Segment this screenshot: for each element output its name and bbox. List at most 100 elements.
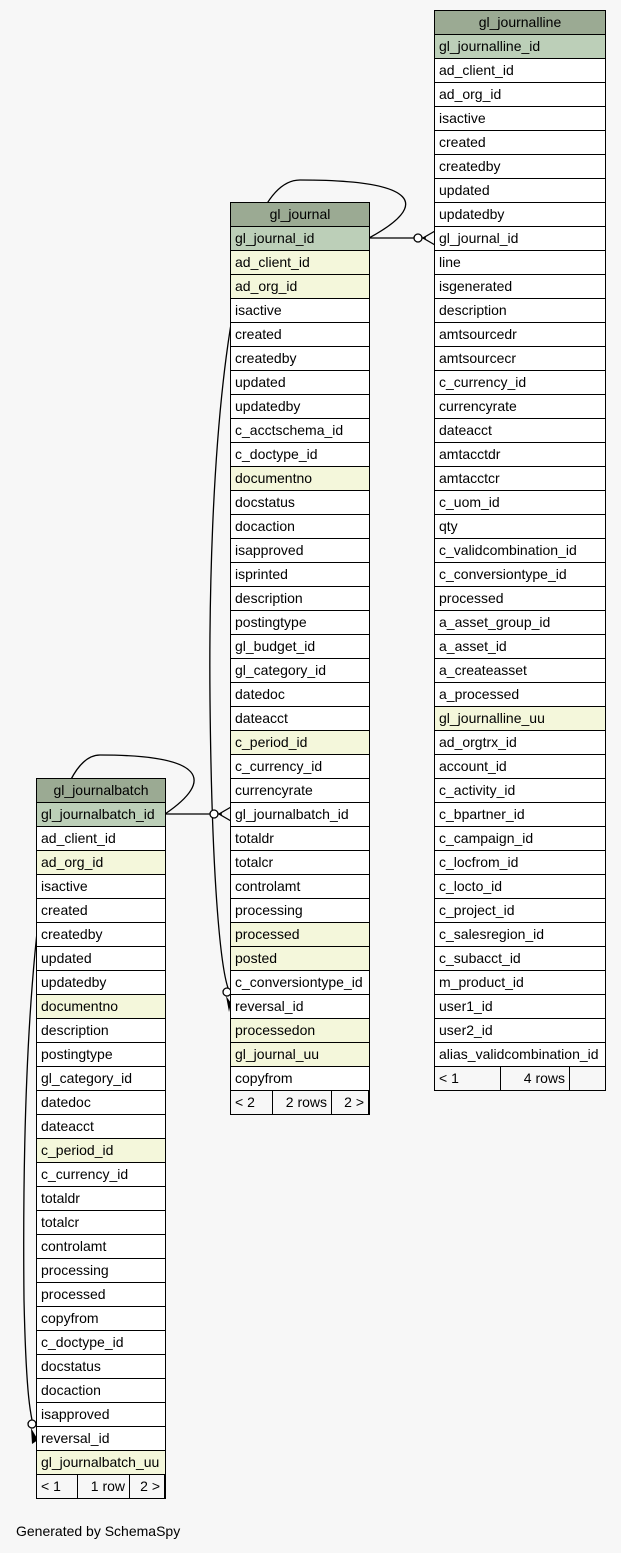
column-ad_client_id[interactable]: ad_client_id (231, 251, 369, 274)
prev-link[interactable]: < 1 (37, 1475, 77, 1498)
column-line[interactable]: line (435, 251, 605, 274)
column-gl_journalline_id[interactable]: gl_journalline_id (435, 35, 605, 58)
column-gl_journal_uu[interactable]: gl_journal_uu (231, 1043, 369, 1066)
column-a_asset_id[interactable]: a_asset_id (435, 635, 605, 658)
column-totaldr[interactable]: totaldr (231, 827, 369, 850)
column-isgenerated[interactable]: isgenerated (435, 275, 605, 298)
column-description[interactable]: description (231, 587, 369, 610)
column-postingtype[interactable]: postingtype (37, 1043, 165, 1066)
column-c_currency_id[interactable]: c_currency_id (37, 1163, 165, 1186)
column-updated[interactable]: updated (435, 179, 605, 202)
column-c_doctype_id[interactable]: c_doctype_id (37, 1331, 165, 1354)
column-c_activity_id[interactable]: c_activity_id (435, 779, 605, 802)
column-totalcr[interactable]: totalcr (37, 1211, 165, 1234)
column-gl_journalline_uu[interactable]: gl_journalline_uu (435, 707, 605, 730)
column-m_product_id[interactable]: m_product_id (435, 971, 605, 994)
column-gl_category_id[interactable]: gl_category_id (37, 1067, 165, 1090)
column-user1_id[interactable]: user1_id (435, 995, 605, 1018)
column-isapproved[interactable]: isapproved (231, 539, 369, 562)
column-createdby[interactable]: createdby (37, 923, 165, 946)
column-c_doctype_id[interactable]: c_doctype_id (231, 443, 369, 466)
column-processing[interactable]: processing (231, 899, 369, 922)
column-gl_journal_id[interactable]: gl_journal_id (231, 227, 369, 250)
column-created[interactable]: created (435, 131, 605, 154)
column-updatedby[interactable]: updatedby (231, 395, 369, 418)
column-c_validcombination_id[interactable]: c_validcombination_id (435, 539, 605, 562)
column-createdby[interactable]: createdby (435, 155, 605, 178)
column-updated[interactable]: updated (231, 371, 369, 394)
column-ad_orgtrx_id[interactable]: ad_orgtrx_id (435, 731, 605, 754)
table-header[interactable]: gl_journal (231, 203, 369, 226)
column-ad_client_id[interactable]: ad_client_id (435, 59, 605, 82)
column-reversal_id[interactable]: reversal_id (231, 995, 369, 1018)
column-amtacctdr[interactable]: amtacctdr (435, 443, 605, 466)
column-dateacct[interactable]: dateacct (37, 1115, 165, 1138)
column-postingtype[interactable]: postingtype (231, 611, 369, 634)
column-gl_budget_id[interactable]: gl_budget_id (231, 635, 369, 658)
column-c_conversiontype_id[interactable]: c_conversiontype_id (435, 563, 605, 586)
column-c_bpartner_id[interactable]: c_bpartner_id (435, 803, 605, 826)
column-currencyrate[interactable]: currencyrate (435, 395, 605, 418)
column-copyfrom[interactable]: copyfrom (37, 1307, 165, 1330)
column-docaction[interactable]: docaction (231, 515, 369, 538)
column-dateacct[interactable]: dateacct (435, 419, 605, 442)
column-c_uom_id[interactable]: c_uom_id (435, 491, 605, 514)
next-link[interactable]: 2 > (332, 1091, 368, 1114)
column-processed[interactable]: processed (231, 923, 369, 946)
column-c_locto_id[interactable]: c_locto_id (435, 875, 605, 898)
column-c_conversiontype_id[interactable]: c_conversiontype_id (231, 971, 369, 994)
column-updatedby[interactable]: updatedby (37, 971, 165, 994)
column-processed[interactable]: processed (435, 587, 605, 610)
column-processedon[interactable]: processedon (231, 1019, 369, 1042)
column-docaction[interactable]: docaction (37, 1379, 165, 1402)
column-datedoc[interactable]: datedoc (37, 1091, 165, 1114)
column-c_period_id[interactable]: c_period_id (37, 1139, 165, 1162)
column-totalcr[interactable]: totalcr (231, 851, 369, 874)
column-gl_journalbatch_id[interactable]: gl_journalbatch_id (37, 803, 165, 826)
column-gl_journalbatch_uu[interactable]: gl_journalbatch_uu (37, 1451, 165, 1474)
column-isactive[interactable]: isactive (435, 107, 605, 130)
column-c_campaign_id[interactable]: c_campaign_id (435, 827, 605, 850)
column-description[interactable]: description (435, 299, 605, 322)
column-updatedby[interactable]: updatedby (435, 203, 605, 226)
column-c_locfrom_id[interactable]: c_locfrom_id (435, 851, 605, 874)
column-ad_org_id[interactable]: ad_org_id (435, 83, 605, 106)
column-a_asset_group_id[interactable]: a_asset_group_id (435, 611, 605, 634)
column-posted[interactable]: posted (231, 947, 369, 970)
next-link[interactable] (570, 1067, 605, 1090)
prev-link[interactable]: < 2 (231, 1091, 272, 1114)
column-gl_journal_id[interactable]: gl_journal_id (435, 227, 605, 250)
prev-link[interactable]: < 1 (435, 1067, 500, 1090)
column-created[interactable]: created (231, 323, 369, 346)
column-account_id[interactable]: account_id (435, 755, 605, 778)
column-alias_validcombination_id[interactable]: alias_validcombination_id (435, 1043, 605, 1066)
column-controlamt[interactable]: controlamt (37, 1235, 165, 1258)
column-created[interactable]: created (37, 899, 165, 922)
column-description[interactable]: description (37, 1019, 165, 1042)
column-c_currency_id[interactable]: c_currency_id (435, 371, 605, 394)
column-isactive[interactable]: isactive (231, 299, 369, 322)
column-dateacct[interactable]: dateacct (231, 707, 369, 730)
column-isprinted[interactable]: isprinted (231, 563, 369, 586)
column-amtacctcr[interactable]: amtacctcr (435, 467, 605, 490)
column-amtsourcecr[interactable]: amtsourcecr (435, 347, 605, 370)
table-header[interactable]: gl_journalbatch (37, 779, 165, 802)
column-docstatus[interactable]: docstatus (231, 491, 369, 514)
column-controlamt[interactable]: controlamt (231, 875, 369, 898)
column-totaldr[interactable]: totaldr (37, 1187, 165, 1210)
column-a_createasset[interactable]: a_createasset (435, 659, 605, 682)
column-amtsourcedr[interactable]: amtsourcedr (435, 323, 605, 346)
column-isactive[interactable]: isactive (37, 875, 165, 898)
column-c_project_id[interactable]: c_project_id (435, 899, 605, 922)
column-gl_category_id[interactable]: gl_category_id (231, 659, 369, 682)
column-c_period_id[interactable]: c_period_id (231, 731, 369, 754)
column-user2_id[interactable]: user2_id (435, 1019, 605, 1042)
column-c_subacct_id[interactable]: c_subacct_id (435, 947, 605, 970)
column-processing[interactable]: processing (37, 1259, 165, 1282)
column-ad_org_id[interactable]: ad_org_id (37, 851, 165, 874)
column-gl_journalbatch_id[interactable]: gl_journalbatch_id (231, 803, 369, 826)
column-processed[interactable]: processed (37, 1283, 165, 1306)
column-c_acctschema_id[interactable]: c_acctschema_id (231, 419, 369, 442)
column-isapproved[interactable]: isapproved (37, 1403, 165, 1426)
